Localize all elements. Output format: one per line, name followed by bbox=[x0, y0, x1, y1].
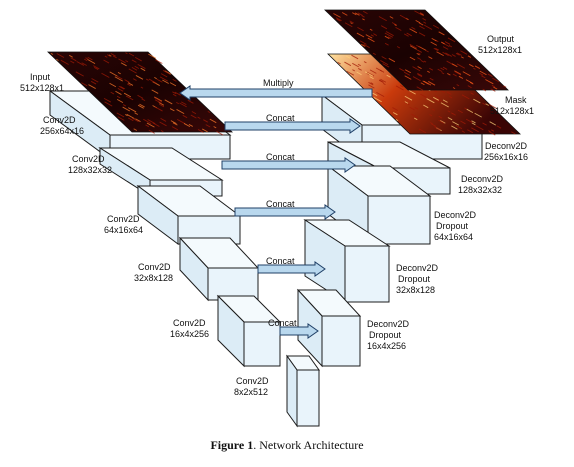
decoder-dropout-deconv4: Dropout bbox=[398, 274, 431, 284]
decoder-label-deconv4: Deconv2D bbox=[396, 263, 439, 273]
encoder-layer-conv5 bbox=[216, 294, 282, 368]
encoder-shape-input: 512x128x1 bbox=[20, 83, 64, 93]
encoder-label-conv1: Conv2D bbox=[43, 115, 76, 125]
decoder-label-deconv2: Deconv2D bbox=[461, 174, 504, 184]
figure-caption: Figure 1. Network Architecture bbox=[0, 438, 574, 453]
connection-label-concat: Concat bbox=[268, 318, 297, 328]
decoder-dropout-deconv3: Dropout bbox=[436, 221, 469, 231]
encoder-shape-conv3: 64x16x64 bbox=[104, 225, 143, 235]
decoder-label-deconv5: Deconv2D bbox=[367, 319, 410, 329]
encoder-shape-conv4: 32x8x128 bbox=[134, 273, 173, 283]
decoder-label-mask: Mask bbox=[505, 95, 527, 105]
decoder-dropout-deconv5: Dropout bbox=[369, 330, 402, 340]
encoder-label-conv5: Conv2D bbox=[173, 318, 206, 328]
encoder-shape-conv2: 128x32x32 bbox=[68, 165, 112, 175]
encoder-shape-conv1: 256x64x16 bbox=[40, 126, 84, 136]
connection-label-concat: Concat bbox=[266, 113, 295, 123]
output-spectrogram bbox=[324, 9, 509, 92]
concat-arrow-5 bbox=[279, 323, 319, 339]
figure-caption-label: Figure 1 bbox=[210, 438, 254, 452]
concat-arrow-2 bbox=[221, 157, 356, 173]
connection-label-concat: Concat bbox=[266, 152, 295, 162]
decoder-label-output: Output bbox=[487, 34, 515, 44]
decoder-shape-deconv2: 128x32x32 bbox=[458, 185, 502, 195]
encoder-label-input: Input bbox=[30, 72, 51, 82]
decoder-layer-deconv4 bbox=[303, 219, 391, 303]
connection-label-concat: Concat bbox=[266, 256, 295, 266]
figure-caption-text: . Network Architecture bbox=[253, 438, 364, 452]
decoder-shape-deconv1: 256x16x16 bbox=[484, 152, 528, 162]
encoder-layer-conv3 bbox=[136, 185, 242, 245]
encoder-label-conv3: Conv2D bbox=[107, 214, 140, 224]
decoder-shape-deconv5: 16x4x256 bbox=[367, 341, 406, 351]
decoder-shape-deconv4: 32x8x128 bbox=[396, 285, 435, 295]
concat-arrow-3 bbox=[234, 204, 336, 220]
encoder-label-conv6: Conv2D bbox=[236, 376, 269, 386]
concat-arrow-4 bbox=[257, 261, 326, 277]
decoder-shape-deconv3: 64x16x64 bbox=[434, 232, 473, 242]
connection-label-concat: Concat bbox=[266, 199, 295, 209]
decoder-shape-mask: 512x128x1 bbox=[490, 106, 534, 116]
multiply-arrow bbox=[179, 85, 373, 101]
encoder-shape-conv5: 16x4x256 bbox=[170, 329, 209, 339]
encoder-shape-conv6: 8x2x512 bbox=[234, 387, 268, 397]
decoder-label-deconv1: Deconv2D bbox=[485, 141, 528, 151]
input-spectrogram bbox=[47, 51, 233, 136]
decoder-shape-output: 512x128x1 bbox=[478, 45, 522, 55]
encoder-label-conv4: Conv2D bbox=[138, 262, 171, 272]
encoder-layer-conv4 bbox=[178, 236, 260, 302]
decoder-label-deconv3: Deconv2D bbox=[434, 210, 477, 220]
concat-arrow-1 bbox=[224, 118, 361, 134]
decoder-layer-deconv3 bbox=[326, 165, 432, 245]
encoder-layer-conv6 bbox=[286, 354, 320, 428]
connection-label-multiply: Multiply bbox=[263, 78, 294, 88]
encoder-label-conv2: Conv2D bbox=[72, 154, 105, 164]
